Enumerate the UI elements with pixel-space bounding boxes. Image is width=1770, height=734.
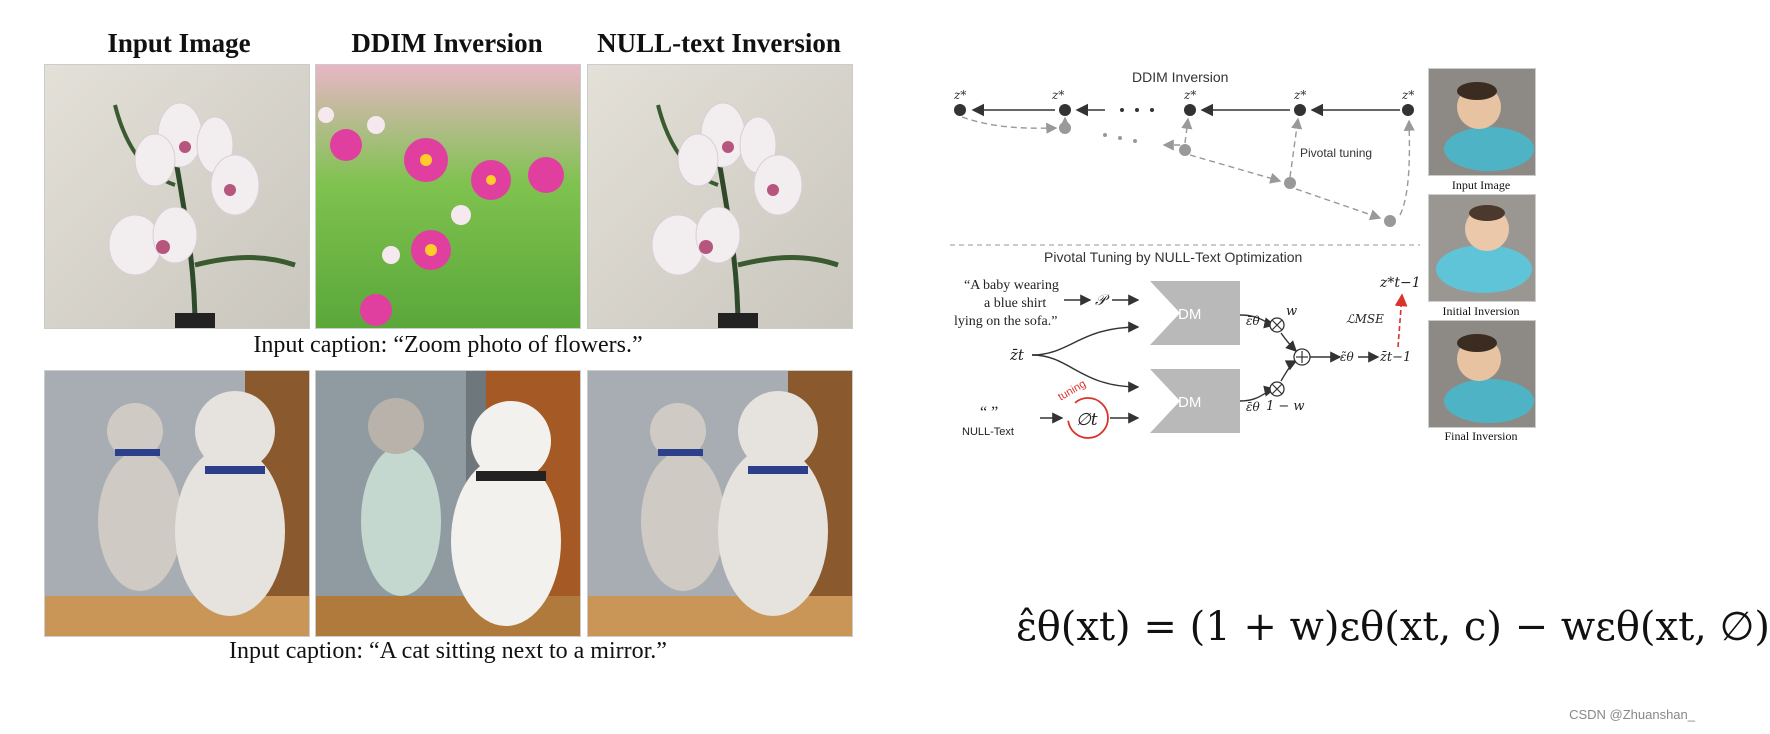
svg-text:z*: z* [1293,88,1306,102]
null-embedding-circle [1067,397,1109,439]
z-star-prev-label: z*t−1 [1379,275,1421,291]
ddim-ellipsis [1120,108,1154,112]
loss-arrow [1394,293,1408,348]
thumb-input-image [1428,68,1536,176]
flower-ddim-image [315,64,581,329]
svg-text:ε̃θ: ε̃θ [1340,350,1354,364]
ddim-inversion-title: DDIM Inversion [1132,69,1228,85]
header-null-text-inversion: NULL-text Inversion [597,28,841,58]
cat-input-image [44,370,310,637]
flower-pink-illustration [316,65,580,328]
svg-text:z*: z* [1183,88,1196,102]
tuning-label: tuning [1056,378,1088,403]
pivotal-tuning-label: Pivotal tuning [1300,146,1372,160]
svg-text:z*: z* [1051,88,1064,102]
baby-photo-2 [1429,195,1535,301]
thumb-label-initial: Initial Inversion [1442,304,1520,318]
pivot-dashed-arrows [961,116,1415,221]
one-minus-w-label: 1 − w [1266,399,1305,414]
pivot-nodes [1059,122,1396,227]
cat-mirror-reconstruction [588,371,852,636]
prompt-line-1: “A baby wearing [964,278,1059,293]
cat-mirror-illustration [45,371,309,636]
null-quotes: “ ” [980,404,998,421]
thumb-initial-inversion [1428,194,1536,302]
dm-label-bottom: DM [1178,394,1201,411]
zt-label: z̄t [1009,346,1025,364]
null-text-label: NULL-Text [962,426,1014,438]
cfg-equation: ε̂θ(xt) = (1 + w)εθ(xt, c) − wεθ(xt, ∅) [1016,604,1770,650]
cat-null-text-image [587,370,853,637]
w-label: w [1286,304,1297,319]
svg-text:z*: z* [1401,88,1414,102]
header-input-image: Input Image [107,28,251,58]
z-prev-label: z̄t−1 [1379,350,1411,365]
dm-label-top: DM [1178,306,1201,323]
dm-box-bottom [1150,369,1240,433]
eps-labels: ε̄θ ε̄θ ε̃θ [1246,314,1354,414]
baby-photo-1 [1429,69,1535,175]
thumb-label-input: Input Image [1451,178,1511,192]
cat-ddim-image [315,370,581,637]
flower-input-image [44,64,310,329]
pivot-ellipsis [1103,133,1137,143]
loss-label: ℒMSE [1346,312,1384,326]
prompt-line-2: a blue shirt [984,296,1046,311]
thumb-label-final: Final Inversion [1444,429,1518,443]
caption-cat: Input caption: “A cat sitting next to a … [229,638,667,664]
header-ddim-inversion: DDIM Inversion [351,28,543,58]
svg-text:ε̄θ: ε̄θ [1246,314,1260,328]
flower-orchid-illustration [45,65,309,329]
ddim-latent-nodes [954,104,1414,116]
dm-box-top [1150,281,1240,345]
flower-orchid-reconstruction [588,65,852,329]
ddim-latent-labels: z* z* z* z* z* [953,88,1414,102]
watermark: CSDN @Zhuanshan_ [1569,707,1695,722]
operator-glyphs [1271,319,1308,395]
cat-mirror-ddim-illustration [316,371,580,636]
flower-null-text-image [587,64,853,329]
method-diagram: DDIM Inversion z* z* z* z* z* Pivotal tuning… [950,69,1421,439]
caption-flowers: Input caption: “Zoom photo of flowers.” [253,332,643,358]
baby-photo-3 [1429,321,1535,427]
null-embedding-symbol: ∅t [1076,410,1098,430]
thumb-final-inversion [1428,320,1536,428]
null-text-section-title: Pivotal Tuning by NULL-Text Optimization [1044,249,1302,265]
svg-text:ε̄θ: ε̄θ [1246,400,1260,414]
prompt-line-3: lying on the sofa.” [954,314,1057,329]
p-symbol: 𝒫 [1095,291,1110,309]
svg-text:z*: z* [953,88,966,102]
